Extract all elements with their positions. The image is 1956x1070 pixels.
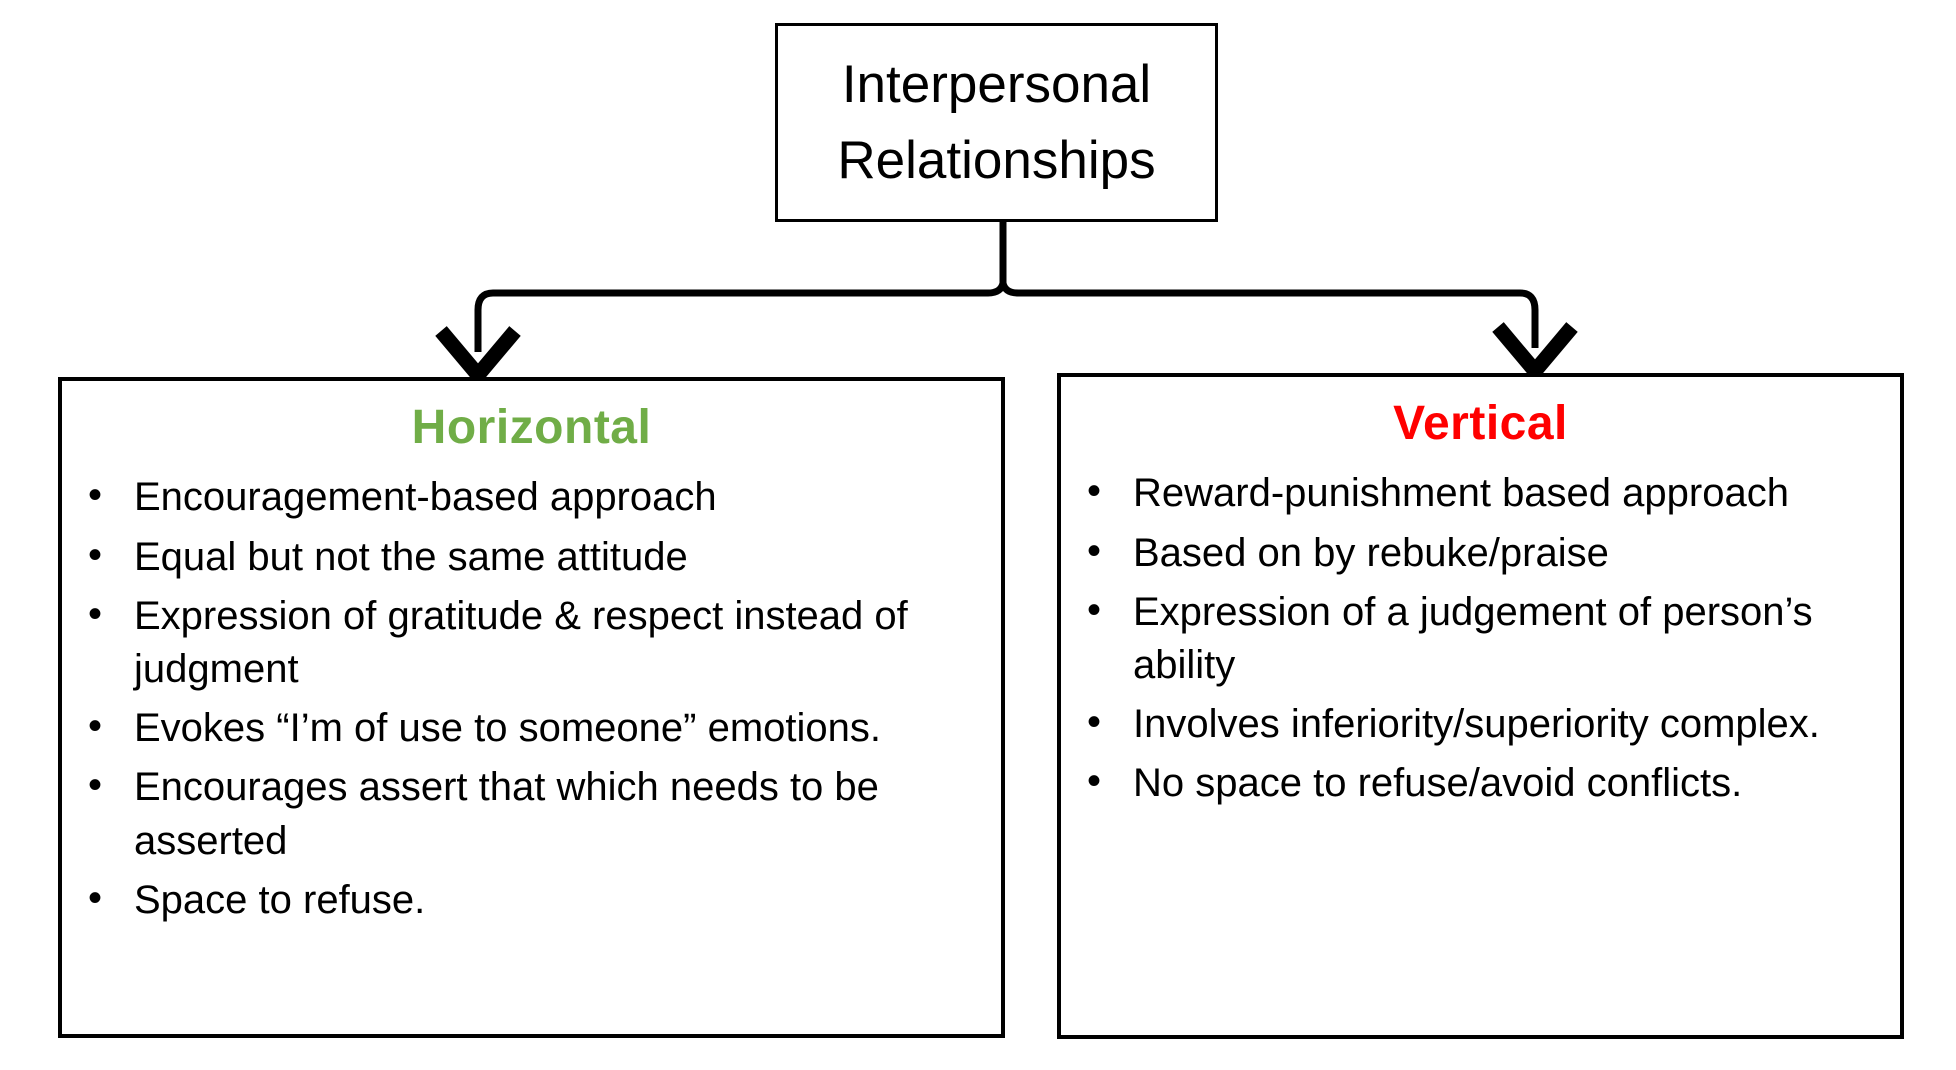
- list-item: No space to refuse/avoid conflicts.: [1069, 755, 1884, 810]
- connector-right-branch: [999, 282, 1539, 348]
- list-item: Equal but not the same attitude: [70, 529, 981, 584]
- bullet-list-vertical: Reward-punishment based approach Based o…: [1069, 465, 1884, 810]
- branch-heading-horizontal: Horizontal: [411, 401, 652, 454]
- arrow-down-icon-left: [435, 326, 521, 387]
- branch-box-vertical: Vertical Reward-punishment based approac…: [1057, 373, 1904, 1039]
- list-item: Based on by rebuke/praise: [1069, 525, 1884, 580]
- list-item: Space to refuse.: [70, 872, 981, 927]
- list-item: Expression of gratitude & respect instea…: [70, 588, 981, 696]
- connector-left-branch: [474, 282, 1007, 352]
- root-node-interpersonal-relationships: Interpersonal Relationships: [775, 23, 1218, 222]
- branch-heading-vertical: Vertical: [1393, 397, 1568, 450]
- root-node-title-line-1: Interpersonal: [841, 55, 1152, 115]
- list-item: Evokes “I’m of use to someone” emotions.: [70, 700, 981, 755]
- arrow-down-icon-right: [1492, 322, 1578, 383]
- branch-box-horizontal: Horizontal Encouragement-based approach …: [58, 377, 1005, 1038]
- root-node-title-line-2: Relationships: [837, 130, 1156, 190]
- list-item: Reward-punishment based approach: [1069, 465, 1884, 520]
- bullet-list-horizontal: Encouragement-based approach Equal but n…: [70, 469, 981, 927]
- list-item: Encouragement-based approach: [70, 469, 981, 524]
- list-item: Expression of a judgement of person’s ab…: [1069, 584, 1884, 692]
- list-item: Encourages assert that which needs to be…: [70, 759, 981, 867]
- list-item: Involves inferiority/superiority complex…: [1069, 696, 1884, 751]
